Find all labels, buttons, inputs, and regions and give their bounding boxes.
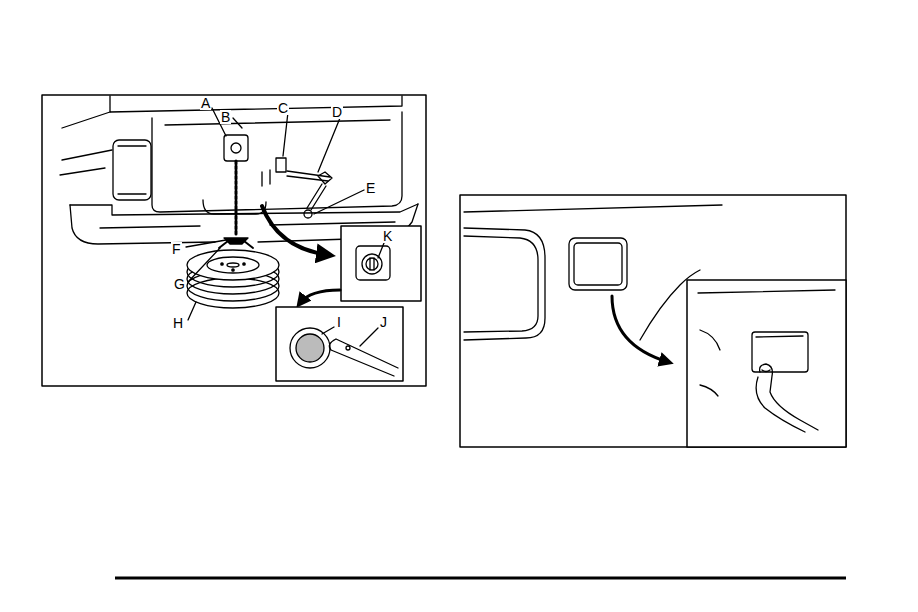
callout-letter: I bbox=[336, 315, 342, 329]
callout-letter: A bbox=[200, 96, 211, 110]
callout-letter: B bbox=[220, 110, 231, 124]
callout-letter: D bbox=[331, 105, 343, 119]
callout-letter: F bbox=[171, 242, 182, 256]
callout-letter: G bbox=[173, 277, 186, 291]
callout-letter: J bbox=[379, 315, 388, 329]
callout-letter: C bbox=[277, 101, 289, 115]
callout-letter: K bbox=[382, 229, 393, 243]
callout-letter: E bbox=[365, 181, 376, 195]
callout-letter: H bbox=[172, 316, 184, 330]
